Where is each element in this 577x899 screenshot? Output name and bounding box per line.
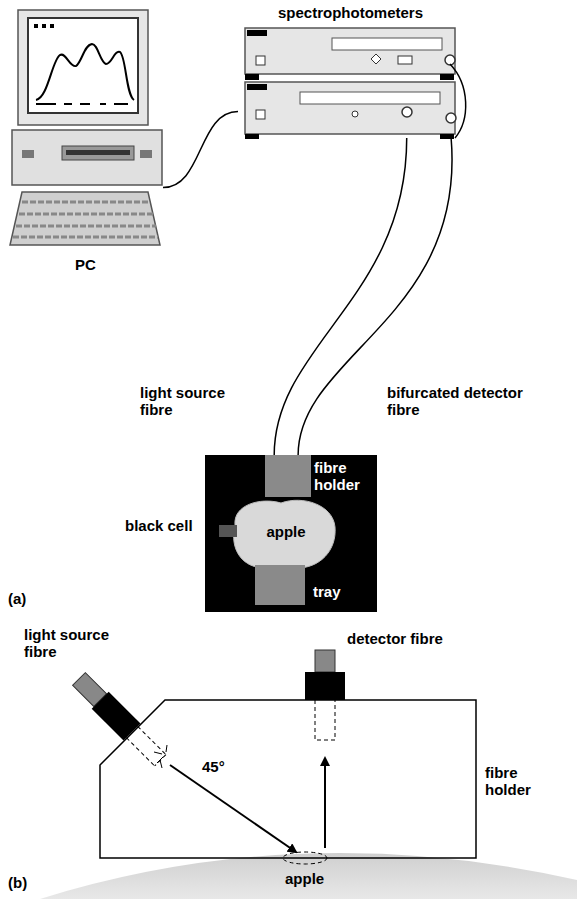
text-label: light source fibre [22,626,121,661]
apple-stem [219,525,237,537]
node-text: fibre holder [485,764,545,799]
text-label: 45° [200,758,227,775]
holder-outline [100,700,476,858]
node-text: spectrophotometers [278,4,458,21]
node-text: fibre holder [314,459,374,494]
fibre-holder-outline: fibre holder [100,700,476,858]
spectrophotometer-stack: spectrophotometers [238,6,460,138]
text-label: (a) [6,590,28,607]
panel-b-illustration [40,650,577,899]
fibre-holder-outline-shape [100,700,476,858]
tray: tray [255,565,305,605]
fibre-holder: fibre holder [265,455,311,497]
apple-surface [40,853,577,899]
text-label: apple [283,870,326,887]
text-label: (b) [6,874,29,891]
apple: apple [225,495,337,570]
node-text: tray [313,583,353,600]
edge-label: bifurcated detector fibre [385,384,539,419]
edge-label: light source fibre [138,384,240,419]
black-cell: black cellfibre holderappletray [205,455,377,612]
light-source-fibre-connector [70,670,168,768]
computer: PC [8,8,163,280]
node-text: apple [225,523,347,540]
pc-illustration [10,10,162,245]
node-text: PC [8,256,163,273]
text-label: detector fibre [345,630,445,647]
spectrophotometer-illustration [245,28,466,139]
fibre-cable [163,112,238,188]
node-text: black cell [125,517,201,534]
detector-fibre-connector [305,650,345,740]
